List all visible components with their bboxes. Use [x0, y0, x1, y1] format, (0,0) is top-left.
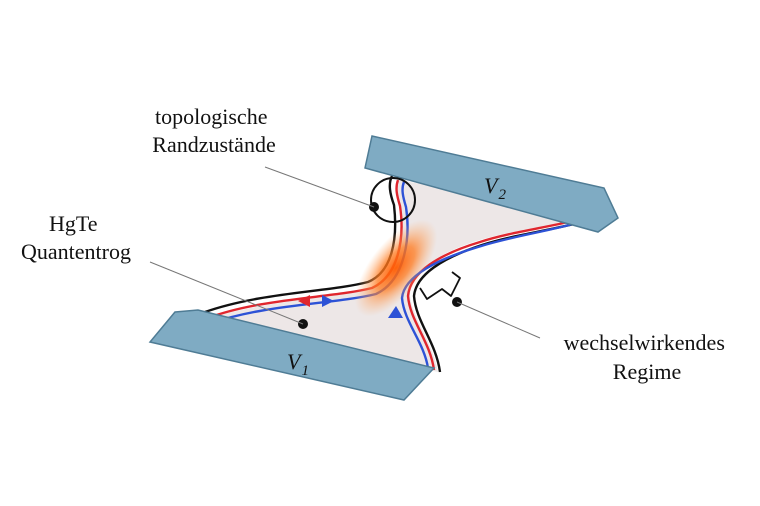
quantum-well-leader — [149, 261, 304, 325]
edge-state-leader — [264, 166, 375, 208]
label-quantum-well: HgTe Quantentrog — [21, 211, 131, 264]
arrow-red-left — [298, 295, 310, 307]
edge-state-blue-right — [400, 214, 596, 369]
contact-v1 — [148, 309, 436, 401]
regime-bracket — [419, 271, 461, 300]
interaction-glow — [354, 219, 438, 317]
contact-v1-label: V1 — [287, 349, 309, 379]
arrow-blue-right — [388, 306, 403, 318]
contact-v2 — [364, 135, 619, 233]
regime-leader — [456, 301, 541, 339]
label-edge-states: topologische Randzustände — [152, 104, 275, 157]
edge-state-red-right — [406, 210, 601, 371]
edge-state-marker-circle — [370, 177, 416, 223]
label-regime: wechselwirkendes Regime — [564, 330, 731, 384]
arrow-blue-left — [322, 295, 334, 307]
contact-v2-label: V2 — [484, 173, 506, 203]
